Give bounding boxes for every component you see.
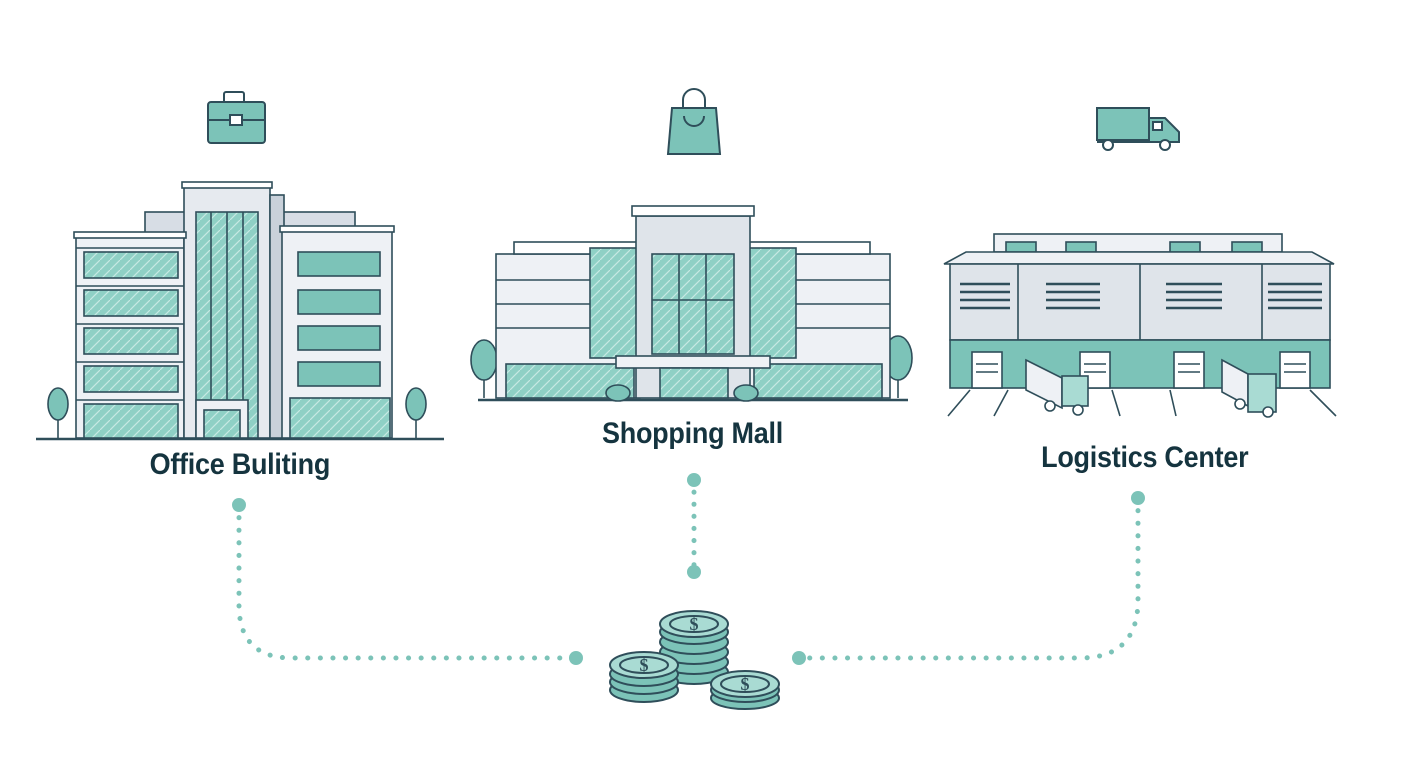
tree bbox=[470, 339, 498, 398]
dollar-symbol: $ bbox=[640, 655, 649, 675]
label-office-building: Office Buliting bbox=[149, 448, 331, 481]
label-shopping-mall: Shopping Mall bbox=[602, 417, 783, 450]
shopping-bag-icon bbox=[666, 88, 722, 155]
coin-stack-icon: $ $ $ bbox=[609, 610, 780, 710]
connector-logistics-to-funds bbox=[792, 491, 1145, 665]
coin-stack-left bbox=[609, 651, 679, 703]
coin-stack-tall bbox=[659, 610, 729, 685]
dollar-symbol: $ bbox=[741, 674, 750, 694]
connector-office-to-funds bbox=[232, 498, 583, 665]
dollar-symbol: $ bbox=[690, 614, 699, 634]
connector-mall-to-funds bbox=[687, 473, 701, 579]
label-logistics-center: Logistics Center bbox=[1041, 441, 1249, 474]
briefcase-icon bbox=[207, 91, 266, 144]
tree bbox=[405, 387, 427, 438]
coin-stack-right bbox=[710, 670, 780, 710]
logistics-center-illustration bbox=[943, 233, 1337, 418]
tree bbox=[47, 387, 69, 438]
office-building-illustration bbox=[36, 181, 444, 441]
shopping-mall-illustration bbox=[470, 205, 913, 402]
truck bbox=[1221, 358, 1277, 418]
truck bbox=[1025, 358, 1089, 416]
truck-icon bbox=[1096, 107, 1180, 151]
